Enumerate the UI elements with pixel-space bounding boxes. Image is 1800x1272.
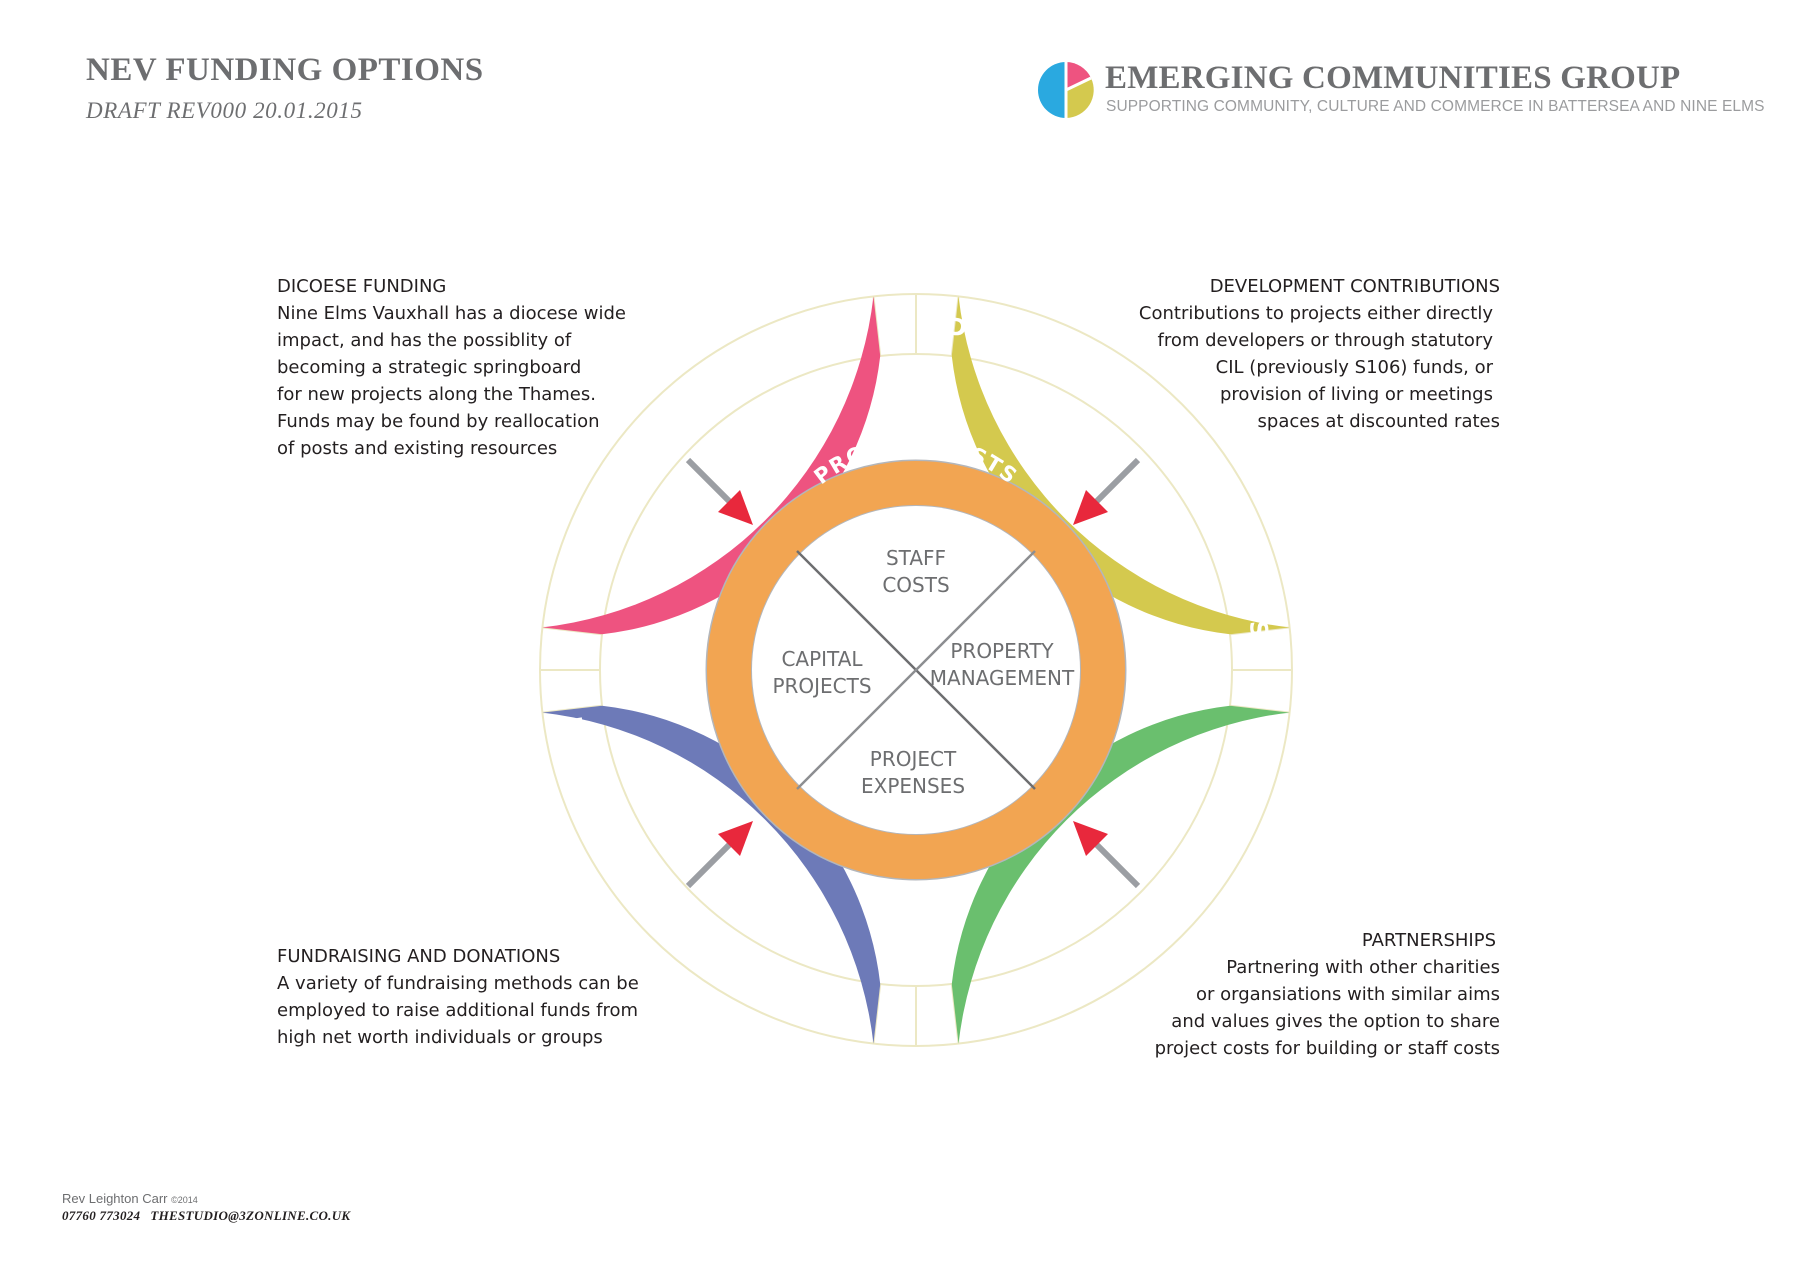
partnerships-line: and values gives the option to share — [1171, 1011, 1500, 1032]
org-tagline: SUPPORTING COMMUNITY, CULTURE AND COMMER… — [1106, 98, 1765, 115]
ring-segment-fundraising — [542, 705, 881, 1044]
partnerships-line: Partnering with other charities — [1226, 957, 1500, 978]
footer-author: Rev Leighton Carr ©2014 — [62, 1191, 198, 1206]
quadrant-right-line: MANAGEMENT — [930, 666, 1075, 690]
diocese-line: impact, and has the possiblity of — [277, 330, 572, 351]
partnerships-description: PARTNERSHIPS Partnering with other chari… — [1155, 927, 1500, 1062]
ring-label-diocese: DIOCESE FUNDING — [583, 337, 793, 547]
org-name: EMERGING COMMUNITIES GROUP — [1105, 60, 1681, 96]
partnerships-line: project costs for building or staff cost… — [1154, 1038, 1500, 1059]
partnerships-heading: PARTNERSHIPS — [1361, 930, 1496, 951]
author-name: Rev Leighton Carr — [62, 1191, 168, 1206]
contact-phone: 07760 773024 — [62, 1208, 141, 1223]
diocese-line: for new projects along the Thames. — [277, 384, 596, 405]
arrow-development — [1073, 457, 1141, 525]
logo-blue-wedge — [1038, 62, 1066, 118]
ring-segment-partnerships — [951, 705, 1290, 1044]
quadrant-left-line: CAPITAL — [781, 647, 863, 671]
quadrant-top-line: STAFF — [886, 546, 946, 570]
arrow-diocese — [685, 457, 753, 525]
fundraising-description: FUNDRAISING AND DONATIONS A variety of f… — [277, 943, 639, 1051]
project-costs-ring-fill — [707, 461, 1125, 879]
quadrant-top-line: COSTS — [882, 573, 949, 597]
fundraising-line: A variety of fundraising methods can be — [277, 973, 639, 994]
diocese-line: of posts and existing resources — [277, 438, 558, 459]
quadrant-bottom-line: PROJECT — [870, 747, 957, 771]
org-logo-icon — [1038, 62, 1094, 118]
quadrant-left-line: PROJECTS — [772, 674, 871, 698]
development-line: CIL (previously S106) funds, or — [1215, 357, 1493, 378]
arrow-fundraising — [685, 821, 753, 889]
arrow-partnerships — [1073, 821, 1141, 889]
diocese-line: becoming a strategic springboard — [277, 357, 582, 378]
diocese-heading: DICOESE FUNDING — [277, 276, 447, 297]
page-subtitle: DRAFT REV000 20.01.2015 — [86, 98, 363, 123]
development-description: DEVELOPMENT CONTRIBUTIONS Contributions … — [1139, 273, 1500, 435]
copyright-note: ©2014 — [171, 1195, 198, 1205]
diocese-line: Funds may be found by reallocation — [277, 411, 600, 432]
development-heading: DEVELOPMENT CONTRIBUTIONS — [1209, 276, 1500, 297]
development-line: Contributions to projects either directl… — [1138, 303, 1493, 324]
fundraising-line: high net worth individuals or groups — [277, 1027, 603, 1048]
development-line: spaces at discounted rates — [1257, 411, 1500, 432]
quadrant-right-line: PROPERTY — [950, 639, 1054, 663]
partnerships-line: or organsiations with similar aims — [1195, 984, 1500, 1005]
ring-segment-development — [951, 296, 1290, 635]
development-line: provision of living or meetings — [1220, 384, 1493, 405]
fundraising-line: employed to raise additional funds from — [277, 1000, 639, 1021]
logo-pink-wedge — [1066, 62, 1091, 90]
page-title: NEV FUNDING OPTIONS — [86, 52, 484, 88]
ring-segment-diocese — [542, 296, 881, 635]
fundraising-heading: FUNDRAISING AND DONATIONS — [277, 946, 561, 967]
diocese-line: Nine Elms Vauxhall has a diocese wide — [277, 303, 626, 324]
footer-contact: 07760 773024 THESTUDIO@3ZONLINE.CO.UK — [62, 1208, 360, 1224]
quadrant-bottom-line: EXPENSES — [861, 774, 965, 798]
diocese-description: DICOESE FUNDING Nine Elms Vauxhall has a… — [277, 273, 626, 462]
quadrant-divider — [796, 550, 1036, 790]
contact-email: THESTUDIO@3ZONLINE.CO.UK — [150, 1208, 351, 1223]
development-line: from developers or through statutory — [1157, 330, 1494, 351]
